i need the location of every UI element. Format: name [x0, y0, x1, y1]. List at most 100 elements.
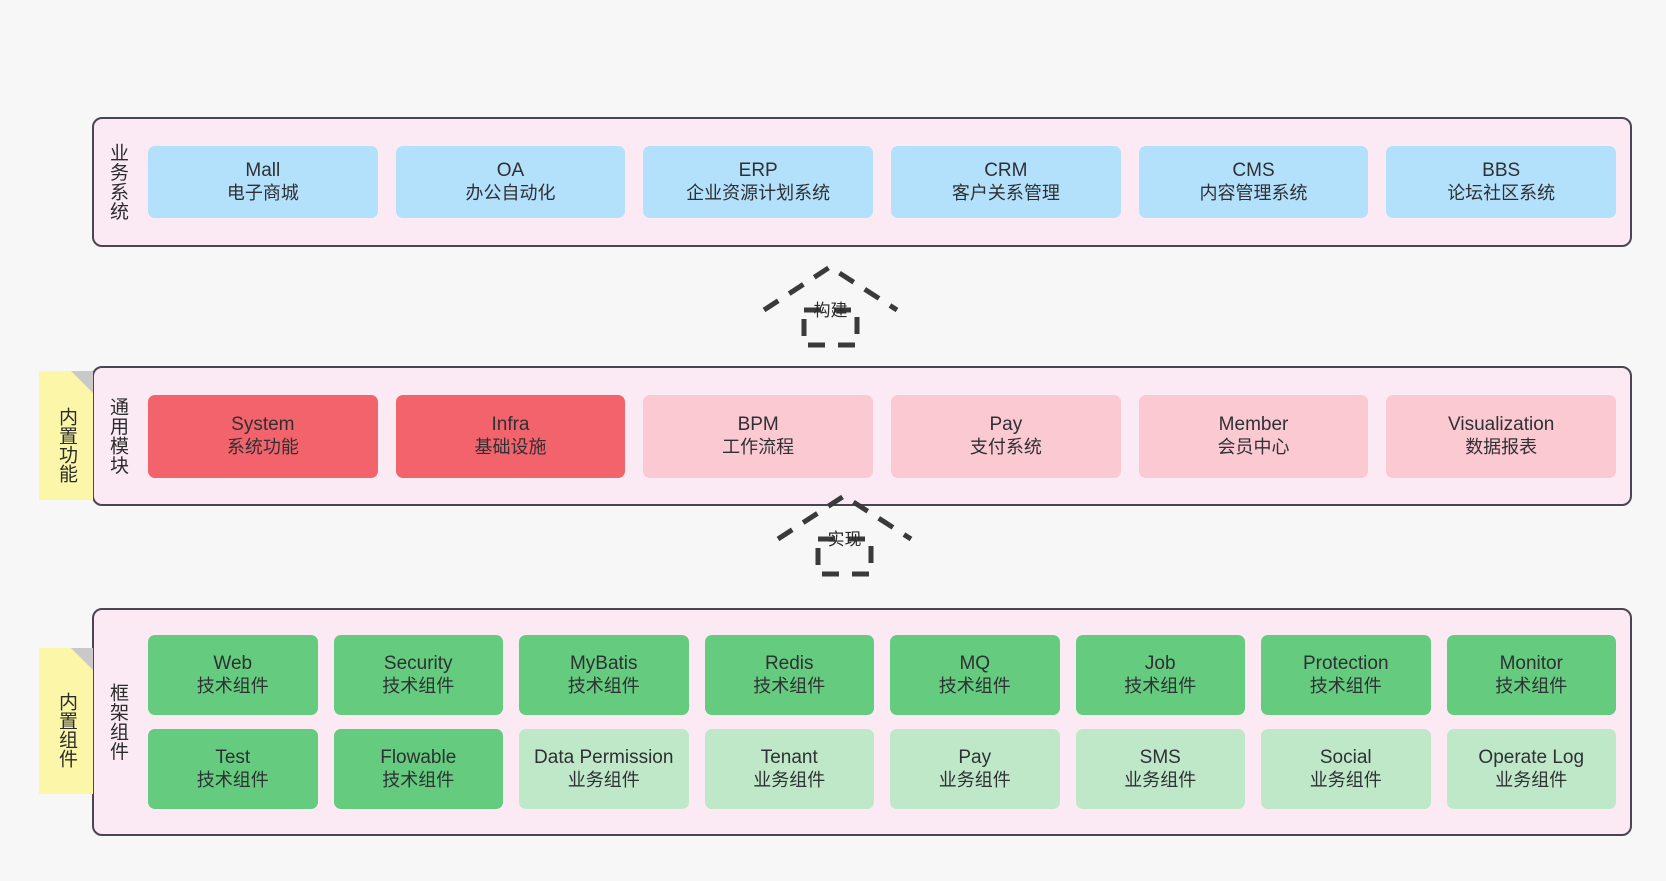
node-label-cn: 会员中心 — [1217, 436, 1290, 457]
node-job[interactable]: Job 技术组件 — [1075, 635, 1245, 715]
node-label-cn: 技术组件 — [753, 675, 826, 696]
sticky-note-label: 内置功能 — [56, 406, 78, 483]
node-label-cn: 数据报表 — [1465, 436, 1538, 457]
node-mall[interactable]: Mall 电子商城 — [148, 146, 378, 218]
node-label-en: Tenant — [760, 747, 818, 769]
node-label-en: Operate Log — [1478, 747, 1585, 769]
arrow-build: 构建 — [758, 262, 903, 348]
node-label-en: Pay — [958, 747, 992, 769]
node-social[interactable]: Social 业务组件 — [1261, 729, 1431, 809]
node-pay-component[interactable]: Pay 业务组件 — [890, 729, 1060, 809]
node-label-cn: 业务组件 — [1495, 769, 1568, 790]
node-label-en: CMS — [1232, 160, 1275, 182]
node-label-en: Monitor — [1499, 653, 1563, 675]
note-fold-corner-icon — [71, 371, 93, 393]
node-label-cn: 技术组件 — [382, 675, 455, 696]
node-label-en: Protection — [1302, 653, 1389, 675]
node-erp[interactable]: ERP 企业资源计划系统 — [643, 146, 874, 218]
arrow-implement: 实现 — [772, 491, 917, 577]
node-operate-log[interactable]: Operate Log 业务组件 — [1446, 729, 1616, 809]
node-system[interactable]: System 系统功能 — [148, 394, 378, 478]
node-label-cn: 电子商城 — [226, 182, 299, 203]
node-crm[interactable]: CRM 客户关系管理 — [891, 146, 1121, 218]
node-label-en: Web — [213, 653, 253, 675]
node-label-en: Pay — [989, 414, 1023, 436]
sticky-note-label: 内置组件 — [56, 692, 78, 768]
node-web[interactable]: Web 技术组件 — [148, 635, 318, 715]
node-label-en: OA — [496, 160, 525, 182]
node-bpm[interactable]: BPM 工作流程 — [643, 394, 874, 478]
node-label-cn: 内容管理系统 — [1199, 182, 1308, 203]
node-label-en: Member — [1218, 414, 1289, 436]
layer-title-framework: 框架组件 — [107, 683, 129, 761]
node-label-cn: 技术组件 — [567, 675, 640, 696]
node-label-en: Visualization — [1448, 414, 1555, 436]
node-label-en: ERP — [738, 160, 778, 182]
node-label-cn: 办公自动化 — [465, 182, 556, 203]
node-redis[interactable]: Redis 技术组件 — [704, 635, 874, 715]
node-mq[interactable]: MQ 技术组件 — [890, 635, 1060, 715]
node-pay-module[interactable]: Pay 支付系统 — [891, 394, 1121, 478]
layer-business-system: 业务系统 Mall 电子商城 OA 办公自动化 ERP 企业资源计划系统 CRM… — [92, 117, 1632, 247]
layer-framework-component: 框架组件 Web 技术组件 Security 技术组件 MyBatis 技术组件… — [92, 608, 1632, 836]
node-label-cn: 业务组件 — [753, 769, 826, 790]
node-mybatis[interactable]: MyBatis 技术组件 — [519, 635, 689, 715]
node-label-en: Job — [1144, 653, 1176, 675]
node-label-en: CRM — [984, 160, 1028, 182]
node-label-en: Security — [383, 653, 453, 675]
layer-common-module: 通用模块 System 系统功能 Infra 基础设施 BPM 工作流程 Pay… — [92, 366, 1632, 506]
node-oa[interactable]: OA 办公自动化 — [395, 146, 626, 218]
framework-row-business: Test 技术组件 Flowable 技术组件 Data Permission … — [148, 729, 1616, 809]
node-label-en: Mall — [245, 160, 281, 182]
node-tenant[interactable]: Tenant 业务组件 — [704, 729, 874, 809]
node-label-en: BPM — [737, 414, 779, 436]
node-label-en: SMS — [1139, 747, 1181, 769]
node-label-en: Infra — [491, 414, 530, 436]
node-label-en: Redis — [764, 653, 814, 675]
node-label-cn: 技术组件 — [196, 769, 269, 790]
layer-body-module: System 系统功能 Infra 基础设施 BPM 工作流程 Pay 支付系统… — [140, 368, 1630, 504]
node-label-cn: 工作流程 — [722, 436, 795, 457]
node-label-cn: 技术组件 — [938, 675, 1011, 696]
layer-title-business: 业务系统 — [107, 143, 129, 221]
arrow-label-implement: 实现 — [827, 530, 862, 549]
node-monitor[interactable]: Monitor 技术组件 — [1446, 635, 1616, 715]
note-fold-corner-icon — [71, 648, 93, 670]
layer-body-framework: Web 技术组件 Security 技术组件 MyBatis 技术组件 Redi… — [140, 610, 1630, 834]
node-protection[interactable]: Protection 技术组件 — [1261, 635, 1431, 715]
sticky-note-builtin-function: 内置功能 — [39, 371, 93, 500]
node-label-en: MQ — [959, 653, 991, 675]
node-label-cn: 支付系统 — [969, 436, 1042, 457]
node-label-cn: 技术组件 — [196, 675, 269, 696]
node-security[interactable]: Security 技术组件 — [333, 635, 503, 715]
node-flowable[interactable]: Flowable 技术组件 — [333, 729, 503, 809]
node-label-cn: 企业资源计划系统 — [686, 182, 831, 203]
node-label-en: BBS — [1482, 160, 1521, 182]
arrow-label-build: 构建 — [813, 301, 848, 320]
node-label-cn: 系统功能 — [226, 436, 299, 457]
node-cms[interactable]: CMS 内容管理系统 — [1138, 146, 1369, 218]
node-label-cn: 技术组件 — [1124, 675, 1197, 696]
node-data-permission[interactable]: Data Permission 业务组件 — [519, 729, 689, 809]
node-label-cn: 业务组件 — [1309, 769, 1382, 790]
node-label-cn: 客户关系管理 — [951, 182, 1060, 203]
node-infra[interactable]: Infra 基础设施 — [395, 394, 626, 478]
node-label-en: Data Permission — [534, 747, 674, 769]
node-label-en: Test — [215, 747, 251, 769]
node-test[interactable]: Test 技术组件 — [148, 729, 318, 809]
node-label-cn: 技术组件 — [1495, 675, 1568, 696]
layer-body-business: Mall 电子商城 OA 办公自动化 ERP 企业资源计划系统 CRM 客户关系… — [140, 119, 1630, 245]
node-label-cn: 业务组件 — [567, 769, 640, 790]
node-label-en: Flowable — [380, 747, 457, 769]
node-label-en: System — [231, 414, 295, 436]
node-label-cn: 技术组件 — [382, 769, 455, 790]
node-visualization[interactable]: Visualization 数据报表 — [1386, 394, 1617, 478]
node-sms[interactable]: SMS 业务组件 — [1075, 729, 1245, 809]
node-member[interactable]: Member 会员中心 — [1138, 394, 1369, 478]
node-bbs[interactable]: BBS 论坛社区系统 — [1386, 146, 1617, 218]
node-label-cn: 基础设施 — [474, 436, 547, 457]
layer-title-module: 通用模块 — [107, 397, 129, 475]
node-label-cn: 业务组件 — [1124, 769, 1197, 790]
node-label-en: Social — [1319, 747, 1372, 769]
